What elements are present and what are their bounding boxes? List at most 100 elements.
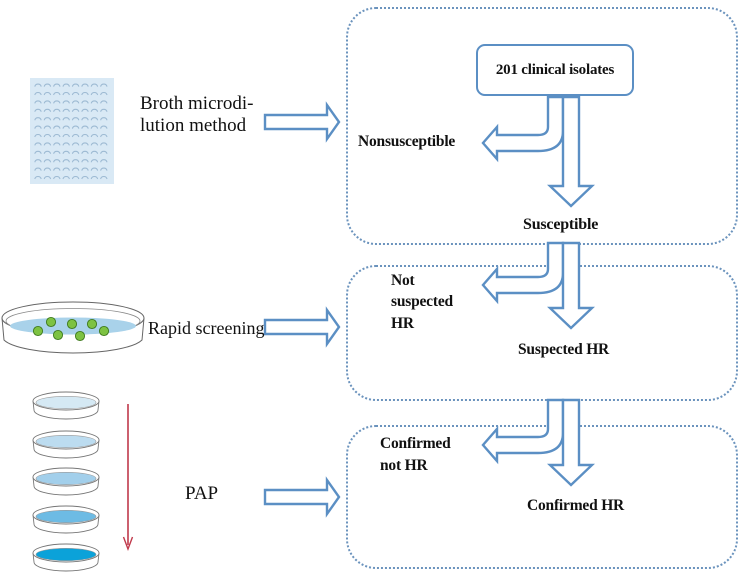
- microplate-well: [34, 133, 42, 138]
- microplate-well: [100, 167, 108, 171]
- microplate-well: [90, 108, 99, 113]
- microplate-well: [43, 91, 52, 96]
- microplate-well: [34, 108, 42, 113]
- microplate-well: [43, 159, 52, 163]
- microplate-well: [43, 125, 52, 129]
- microplate-well: [53, 150, 61, 155]
- stage-box-screening: [346, 265, 738, 401]
- pap-dish-agar: [35, 471, 97, 485]
- microplate-well: [81, 175, 89, 180]
- microplate-well: [53, 100, 61, 104]
- microplate-well: [62, 91, 70, 96]
- microplate-well: [43, 142, 52, 146]
- microplate-well: [81, 117, 89, 121]
- microplate-well: [62, 159, 70, 163]
- pap-dish-agar: [35, 395, 97, 409]
- outcome-suspected-hr: Suspected HR: [518, 341, 610, 358]
- microplate-body: [30, 78, 114, 184]
- split-arrow-stage-2: [481, 241, 595, 330]
- microplate-well: [71, 108, 80, 113]
- microplate-well: [81, 108, 89, 113]
- microplate-well: [71, 100, 80, 104]
- microplate-well: [53, 133, 61, 138]
- microplate-well: [34, 159, 42, 163]
- microplate-well: [53, 91, 61, 96]
- microplate-well: [43, 150, 52, 155]
- microplate-well: [71, 150, 80, 155]
- arrow-to-negative-outcome: [481, 398, 565, 465]
- microplate-well: [71, 91, 80, 96]
- pap-dish: [32, 543, 100, 572]
- microplate-well: [53, 142, 61, 146]
- microplate-well: [71, 125, 80, 129]
- microplate-well: [90, 91, 99, 96]
- colony: [32, 325, 44, 337]
- microplate-well: [43, 108, 52, 113]
- pap-dish: [32, 391, 100, 420]
- microplate-well: [81, 150, 89, 155]
- microplate-well: [43, 133, 52, 138]
- method-label-pap: PAP: [185, 483, 219, 504]
- microplate-well: [100, 125, 108, 129]
- microplate-well: [100, 91, 108, 96]
- pap-dish: [32, 467, 100, 496]
- microplate-well: [100, 175, 108, 180]
- microplate-well: [81, 159, 89, 163]
- microplate-well: [81, 100, 89, 104]
- gradient-arrow-head: [122, 536, 134, 551]
- microplate-well: [90, 159, 99, 163]
- microplate-well: [81, 142, 89, 146]
- microplate-well: [71, 83, 80, 87]
- microplate-well: [100, 159, 108, 163]
- microplate-well: [34, 117, 42, 121]
- microplate-well: [71, 175, 80, 180]
- colony: [86, 318, 98, 330]
- pap-dish: [32, 430, 100, 459]
- arrow-to-positive-outcome: [547, 95, 595, 208]
- arrow-to-positive-outcome: [547, 398, 595, 487]
- microplate-well: [90, 175, 99, 180]
- colony: [98, 325, 110, 337]
- microplate-well: [53, 167, 61, 171]
- microplate-well: [71, 167, 80, 171]
- microplate-well: [71, 159, 80, 163]
- microplate-well: [53, 117, 61, 121]
- method-label-rapid: Rapid screening: [148, 318, 265, 338]
- outcome-susceptible: Susceptible: [523, 216, 599, 233]
- microplate-well: [81, 125, 89, 129]
- microplate-well: [90, 142, 99, 146]
- microplate-well: [100, 117, 108, 121]
- microplate-well: [90, 100, 99, 104]
- arrow-to-negative-outcome: [481, 95, 565, 163]
- microplate-well: [90, 125, 99, 129]
- microplate-well: [100, 108, 108, 113]
- microplate-well: [71, 133, 80, 138]
- stage-box-susceptibility: [346, 7, 738, 245]
- microplate-well: [62, 100, 70, 104]
- microplate-well: [53, 159, 61, 163]
- microplate-well: [43, 83, 52, 87]
- microplate-well: [90, 133, 99, 138]
- microplate-well: [62, 142, 70, 146]
- arrow-rapid-to-stage: [263, 306, 341, 348]
- arrow-to-positive-outcome: [547, 241, 595, 330]
- microplate-well: [62, 117, 70, 121]
- outcome-confirmed-not-hr: Confirmed not HR: [380, 435, 451, 474]
- microplate-well: [62, 125, 70, 129]
- microplate-well: [90, 83, 99, 87]
- microplate-well: [34, 150, 42, 155]
- microplate-well: [53, 83, 61, 87]
- colony: [66, 318, 78, 330]
- microplate-well: [34, 91, 42, 96]
- microplate-well: [34, 125, 42, 129]
- microplate-well: [53, 125, 61, 129]
- microplate-well: [81, 91, 89, 96]
- microplate-well: [81, 133, 89, 138]
- microplate-well: [43, 117, 52, 121]
- split-arrow-stage-1: [481, 95, 595, 208]
- stacked-petri-dishes-icon: [32, 391, 100, 572]
- pap-dish-agar: [35, 434, 97, 448]
- arrow-broth-to-stage: [263, 101, 341, 143]
- colony: [45, 316, 57, 328]
